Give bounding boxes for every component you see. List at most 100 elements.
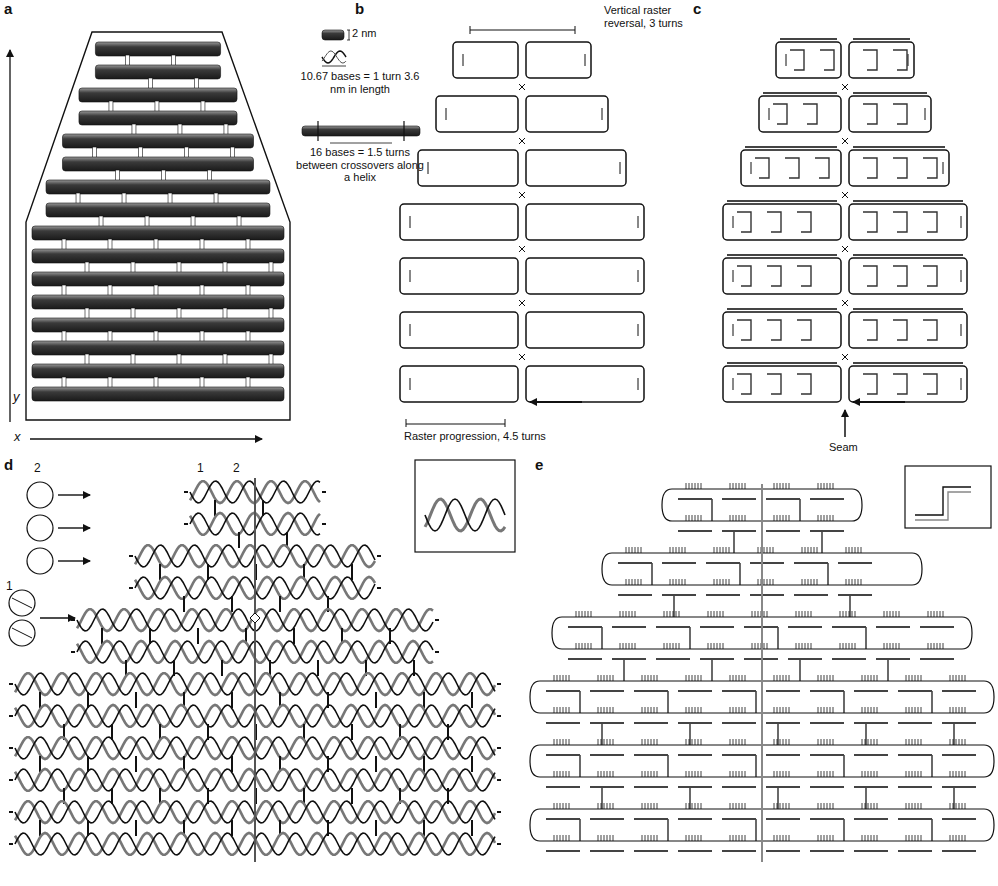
base-tick [774,675,775,681]
base-tick [638,579,639,585]
axis-label: y [13,390,20,405]
base-tick [623,611,624,617]
turn-bracket [406,419,407,427]
base-tick [695,771,696,777]
base-tick [758,547,759,553]
base-tick [670,611,671,617]
base-tick [745,675,746,681]
staple-strand [546,818,580,820]
crossover [230,147,234,158]
crossover [178,124,182,135]
crossover-x [519,84,525,90]
staple-strand [767,374,781,394]
base-tick [764,643,765,649]
base-tick [686,483,687,489]
staple-strand [893,266,907,286]
staple-strand [797,266,811,286]
helix-icon [322,51,346,63]
staple-crossover [667,691,669,713]
crossover [221,660,223,676]
loop-bracket [638,378,639,390]
staple-crossover [733,531,735,553]
base-tick [695,675,696,681]
helix-cylinder [32,272,284,286]
base-tick [767,579,768,585]
scaffold-loop [849,312,967,348]
scaffold-loop [723,258,841,294]
staple-strand [766,754,800,756]
base-tick [824,739,825,745]
helix-index: 1 [6,580,13,594]
base-tick [560,835,561,841]
loop-bracket [410,270,411,282]
base-tick [641,579,642,585]
crossover-x [842,138,848,144]
staple-strand [797,212,811,232]
inset-helix [425,499,505,531]
base-tick [950,771,951,777]
strand-end [184,491,188,493]
staple-crossover [843,755,845,777]
base-tick [921,771,922,777]
base-tick [613,771,614,777]
base-tick [840,611,841,617]
helix-cross-section [27,548,53,574]
staple-strand [750,562,784,564]
base-tick [739,739,740,745]
base-tick [569,835,570,841]
base-tick [959,803,960,809]
base-tick [610,803,611,809]
crossover [375,756,377,772]
base-tick [852,611,853,617]
staple-strand [634,786,668,788]
base-tick [906,707,907,713]
base-tick [723,643,724,649]
crossover-x [519,138,525,144]
staple-strand [780,38,837,40]
loop-bracket [786,54,787,66]
base-tick [783,739,784,745]
base-tick [786,483,787,489]
base-tick [943,611,944,617]
crossover [207,170,211,181]
scale-tick [347,40,350,41]
pointer-arrow [58,560,90,561]
turn-bracket [575,26,576,34]
base-tick [865,675,866,681]
staple-strand [700,658,734,660]
base-tick [579,611,580,617]
helix-cylinder [32,295,284,309]
staple-strand [920,626,954,628]
scaffold-turn [962,617,972,649]
crossover [223,262,227,273]
base-tick [918,707,919,713]
base-tick [717,611,718,617]
base-tick [632,579,633,585]
base-tick [601,771,602,777]
base-tick [733,483,734,489]
base-tick [554,707,555,713]
scaffold-loop [741,150,841,186]
seam-arrow [844,410,846,437]
base-tick [940,643,941,649]
staple-strand [810,786,844,788]
base-tick [893,611,894,617]
shape-outline [26,32,290,420]
base-tick [777,835,778,841]
strand-end [9,715,13,717]
base-tick [730,803,731,809]
base-tick [714,611,715,617]
crossover [108,285,112,296]
base-tick [773,547,774,553]
base-tick [868,675,869,681]
base-tick [906,803,907,809]
base-tick [777,515,778,521]
base-tick [962,675,963,681]
base-tick [871,707,872,713]
base-tick [774,739,775,745]
base-tick [601,675,602,681]
base-tick [604,675,605,681]
crossover [154,239,158,250]
crossover [191,216,195,227]
